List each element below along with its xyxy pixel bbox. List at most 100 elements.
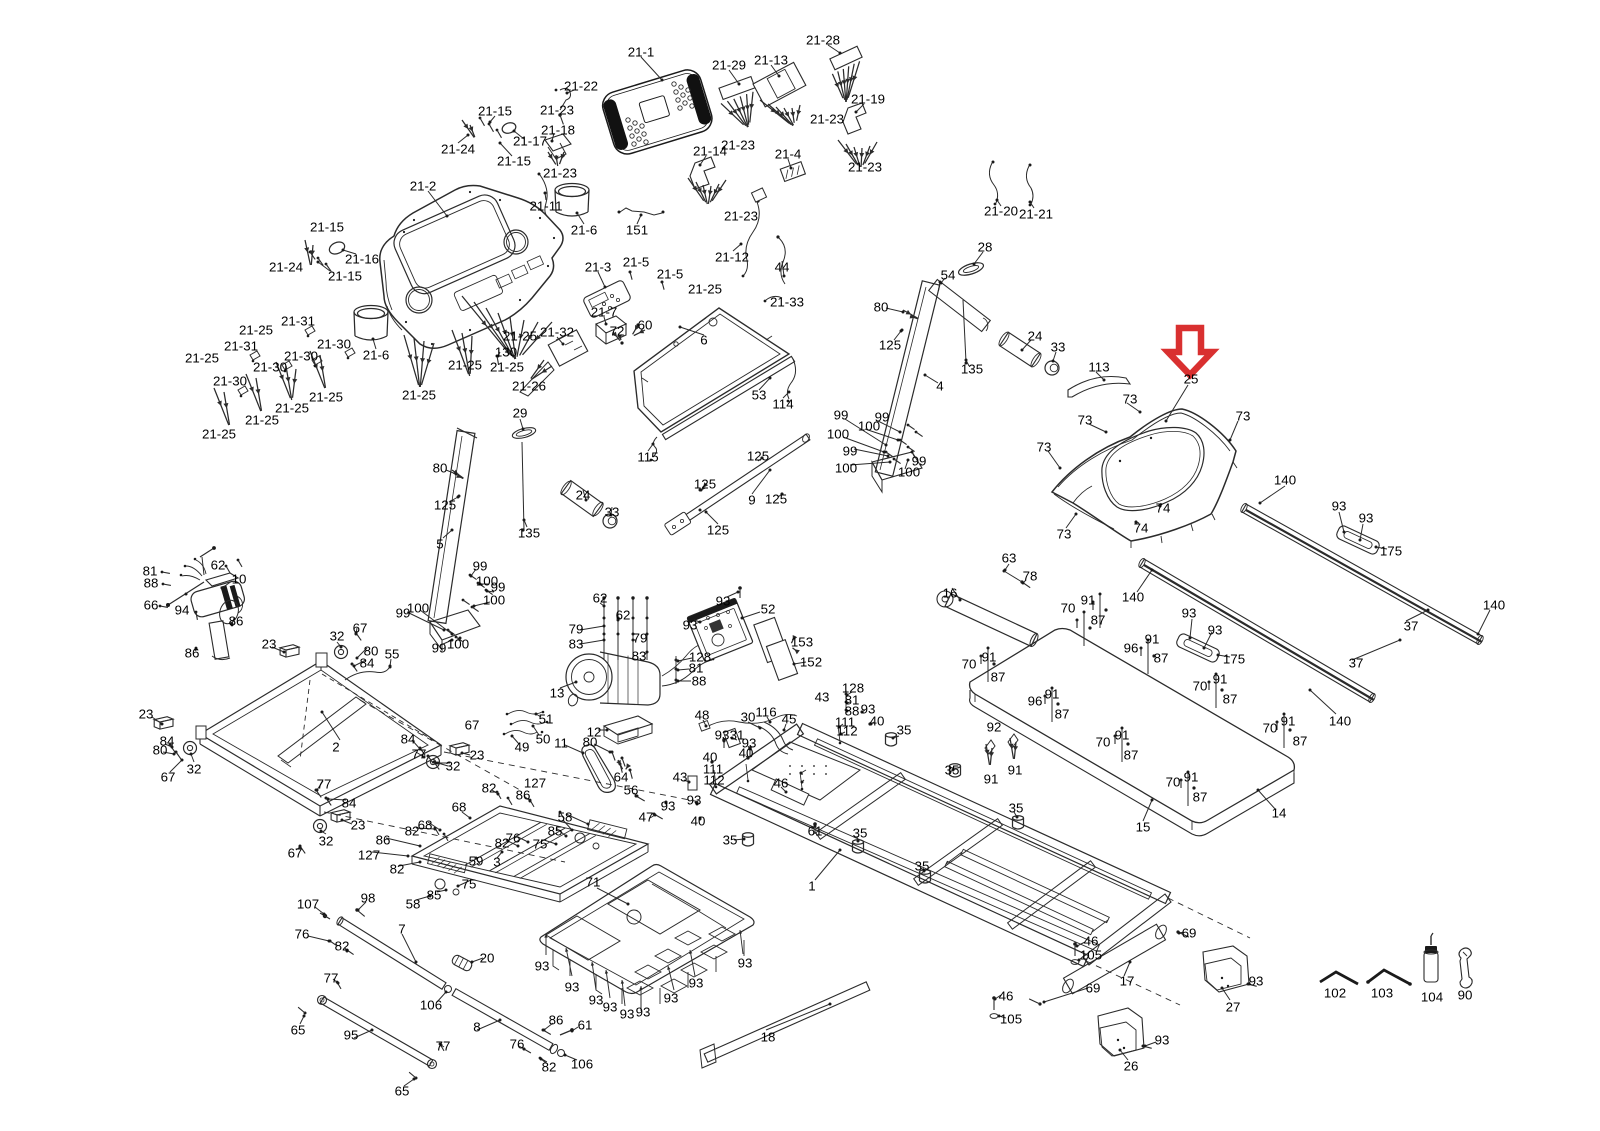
- svg-text:46: 46: [999, 989, 1014, 1004]
- svg-text:82: 82: [495, 836, 510, 851]
- svg-text:46: 46: [1084, 934, 1099, 949]
- svg-text:48: 48: [695, 708, 710, 723]
- svg-text:86: 86: [516, 788, 531, 803]
- svg-text:3: 3: [493, 855, 500, 870]
- svg-text:93: 93: [620, 1007, 635, 1022]
- svg-text:73: 73: [1078, 413, 1093, 428]
- svg-text:21-25: 21-25: [245, 413, 279, 428]
- svg-text:21-25: 21-25: [402, 388, 436, 403]
- svg-text:21-25: 21-25: [239, 323, 273, 338]
- svg-text:61: 61: [808, 824, 823, 839]
- svg-text:21-21: 21-21: [1019, 207, 1053, 222]
- svg-text:91: 91: [982, 650, 997, 665]
- svg-text:33: 33: [605, 505, 620, 520]
- svg-text:100: 100: [858, 419, 880, 434]
- svg-text:76: 76: [510, 1037, 525, 1052]
- svg-text:23: 23: [351, 818, 366, 833]
- svg-text:106: 106: [571, 1057, 593, 1072]
- svg-text:86: 86: [376, 833, 391, 848]
- svg-text:35: 35: [1009, 801, 1024, 816]
- svg-text:29: 29: [513, 406, 528, 421]
- svg-text:23: 23: [262, 637, 277, 652]
- svg-text:2: 2: [332, 740, 339, 755]
- svg-text:86: 86: [185, 646, 200, 661]
- svg-text:21-18: 21-18: [541, 123, 575, 138]
- svg-text:140: 140: [1122, 590, 1144, 605]
- svg-text:32: 32: [319, 834, 334, 849]
- svg-text:93: 93: [664, 991, 679, 1006]
- svg-text:35: 35: [897, 723, 912, 738]
- svg-text:21-33: 21-33: [770, 295, 804, 310]
- svg-text:84: 84: [401, 732, 416, 747]
- svg-text:32: 32: [446, 759, 461, 774]
- svg-text:73: 73: [1037, 440, 1052, 455]
- svg-text:140: 140: [1274, 473, 1296, 488]
- svg-text:99: 99: [843, 444, 858, 459]
- svg-text:99: 99: [834, 408, 849, 423]
- svg-text:83: 83: [632, 649, 647, 664]
- svg-text:47: 47: [639, 810, 654, 825]
- svg-text:175: 175: [1223, 652, 1245, 667]
- svg-text:21-23: 21-23: [810, 112, 844, 127]
- svg-text:70: 70: [1193, 679, 1208, 694]
- svg-text:83: 83: [569, 637, 584, 652]
- svg-text:99: 99: [473, 559, 488, 574]
- svg-text:107: 107: [297, 897, 319, 912]
- svg-text:93: 93: [661, 799, 676, 814]
- svg-text:93: 93: [636, 1005, 651, 1020]
- svg-text:80: 80: [583, 735, 598, 750]
- svg-text:93: 93: [687, 793, 702, 808]
- svg-text:79: 79: [633, 631, 648, 646]
- svg-text:87: 87: [1293, 734, 1308, 749]
- svg-text:96: 96: [1028, 694, 1043, 709]
- svg-text:35: 35: [945, 763, 960, 778]
- svg-text:21-32: 21-32: [540, 325, 574, 340]
- svg-text:100: 100: [835, 461, 857, 476]
- svg-text:21-15: 21-15: [497, 154, 531, 169]
- svg-text:91: 91: [1145, 632, 1160, 647]
- svg-text:21-16: 21-16: [345, 252, 379, 267]
- svg-text:52: 52: [761, 602, 776, 617]
- svg-text:91: 91: [1115, 728, 1130, 743]
- svg-text:60: 60: [638, 318, 653, 333]
- svg-text:21-25: 21-25: [503, 329, 537, 344]
- svg-text:87: 87: [1055, 707, 1070, 722]
- svg-text:21-6: 21-6: [363, 348, 390, 363]
- svg-text:95: 95: [344, 1028, 359, 1043]
- svg-text:93: 93: [715, 728, 730, 743]
- svg-text:112: 112: [836, 724, 857, 739]
- svg-text:70: 70: [1166, 775, 1181, 790]
- svg-text:105: 105: [1080, 948, 1102, 963]
- svg-text:6: 6: [700, 333, 707, 348]
- svg-text:28: 28: [978, 240, 993, 255]
- svg-text:82: 82: [542, 1060, 557, 1075]
- svg-text:21-30: 21-30: [317, 337, 351, 352]
- svg-text:23: 23: [139, 707, 154, 722]
- svg-text:43: 43: [815, 690, 830, 705]
- svg-text:21-25: 21-25: [185, 351, 219, 366]
- svg-text:21-4: 21-4: [775, 147, 802, 162]
- svg-text:21-17: 21-17: [513, 134, 547, 149]
- svg-text:92: 92: [987, 720, 1002, 735]
- svg-text:76: 76: [295, 927, 310, 942]
- svg-text:115: 115: [637, 450, 658, 465]
- svg-text:1: 1: [808, 879, 815, 894]
- svg-text:21-20: 21-20: [984, 204, 1018, 219]
- svg-text:100: 100: [898, 465, 920, 480]
- svg-text:80: 80: [364, 644, 379, 659]
- svg-text:111: 111: [703, 762, 723, 777]
- svg-text:62: 62: [616, 608, 631, 623]
- svg-text:85: 85: [427, 888, 442, 903]
- svg-text:21-24: 21-24: [269, 260, 303, 275]
- svg-text:93: 93: [738, 956, 753, 971]
- svg-text:9: 9: [748, 493, 755, 508]
- svg-text:69: 69: [1086, 981, 1101, 996]
- svg-text:45: 45: [782, 712, 797, 727]
- svg-text:128: 128: [689, 650, 711, 665]
- svg-text:81: 81: [845, 693, 860, 708]
- svg-text:125: 125: [707, 523, 729, 538]
- svg-text:153: 153: [791, 635, 813, 650]
- svg-text:81: 81: [143, 564, 158, 579]
- svg-text:35: 35: [723, 833, 738, 848]
- svg-text:70: 70: [1061, 601, 1076, 616]
